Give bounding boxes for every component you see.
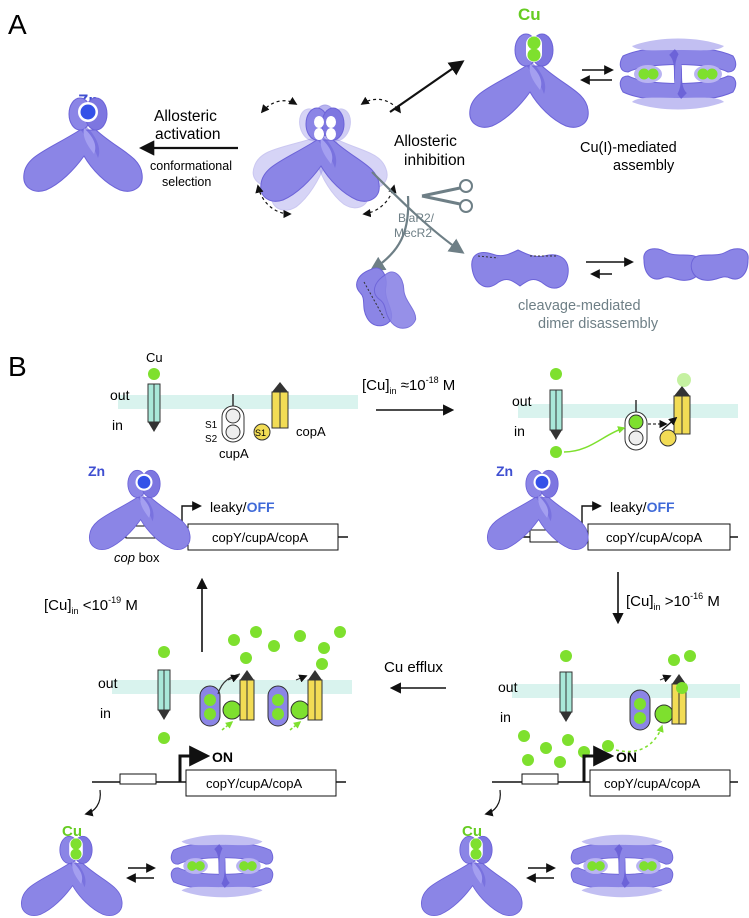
on-label-left: ON	[212, 749, 233, 765]
dna-top-left	[92, 501, 348, 551]
s1-copa-label: S1	[255, 428, 266, 438]
conformational-line1: conformational	[150, 159, 232, 173]
cu-label-bl: Cu	[62, 823, 82, 840]
out-label-tr: out	[512, 393, 532, 409]
cu-efflux-label: Cu efflux	[384, 659, 443, 676]
cleaved-monomers	[351, 264, 426, 335]
equilibrium-arrows-a	[580, 65, 614, 85]
operon-label-tl: copY/cupA/copA	[212, 530, 308, 545]
protease-branch-arrow	[369, 195, 410, 272]
scissors-icon	[421, 179, 473, 213]
equilibrium-arrows-cleavage	[586, 257, 634, 279]
disassembled-monomers	[643, 248, 749, 281]
dna-bottom-left	[84, 745, 346, 817]
leaky-label-right: leaky/OFF	[610, 499, 675, 515]
in-label-br: in	[500, 709, 511, 725]
cop-box-label: cop box	[114, 550, 160, 565]
conformational-line2: selection	[162, 175, 211, 189]
cleavage-line1: cleavage-mediated	[518, 298, 641, 314]
cleavage-line2: dimer disassembly	[538, 316, 659, 332]
zn-label-b-left: Zn	[88, 463, 105, 479]
cu-threshold-left: [Cu]in <10-19 M	[44, 595, 138, 616]
equilibrium-arrows-br	[526, 863, 556, 883]
cu-assembly-bl	[171, 835, 273, 897]
in-label-tl: in	[112, 417, 123, 433]
out-label-br: out	[498, 679, 518, 695]
allosteric-activation-line2: activation	[155, 126, 220, 143]
operon-label-tr: copY/cupA/copA	[606, 530, 702, 545]
cu-label-b: Cu	[146, 350, 163, 365]
panel-a-label: A	[8, 9, 27, 40]
cu-assembly-line1: Cu(I)-mediated	[580, 140, 677, 156]
cu-repressor-bl	[21, 836, 122, 915]
cu-assembly-line2: assembly	[613, 158, 675, 174]
allosteric-inhibition-line2: inhibition	[404, 152, 465, 169]
protease-line2: MecR2	[394, 226, 432, 240]
out-label-bl: out	[98, 675, 118, 691]
membrane-top-right: out in	[512, 368, 738, 458]
zn-repressor-a	[24, 98, 142, 191]
apo-repressor-ensemble	[249, 91, 401, 219]
cu-label-a: Cu	[518, 5, 541, 24]
cleavage-arrow	[371, 171, 465, 254]
dna-top-right	[492, 501, 738, 551]
in-label-bl: in	[100, 705, 111, 721]
protease-line1: BlaR2/	[398, 211, 435, 225]
panel-b-label: B	[8, 351, 27, 382]
out-label-tl: out	[110, 387, 130, 403]
operon-label-br: copY/cupA/copA	[604, 776, 700, 791]
copa-label: copA	[296, 424, 326, 439]
zn-label-b-right: Zn	[496, 463, 513, 479]
cu-binding-arrow	[389, 60, 465, 113]
on-label-right: ON	[616, 749, 637, 765]
membrane-bottom-left: out in	[98, 626, 352, 744]
cu-repressor-br	[421, 836, 522, 915]
cupa-label: cupA	[219, 446, 249, 461]
allosteric-activation-line1: Allosteric	[154, 108, 217, 125]
equilibrium-arrows-bl	[126, 863, 156, 883]
operon-label-bl: copY/cupA/copA	[206, 776, 302, 791]
cleaved-dimer	[471, 249, 569, 289]
dna-bottom-right	[484, 745, 738, 817]
membrane-top-left: Cu out in S1 S2 cupA S1 copA	[110, 350, 358, 461]
cu-assembly-a	[620, 39, 735, 110]
cu-threshold-top: [Cu]in ≈10-18 M	[362, 375, 455, 396]
cu-repressor-a	[470, 34, 588, 127]
cu-label-br: Cu	[462, 823, 482, 840]
allosteric-inhibition-line1: Allosteric	[394, 133, 457, 150]
cu-assembly-br	[571, 835, 673, 897]
leaky-label-left: leaky/OFF	[210, 499, 275, 515]
s2-label: S2	[205, 434, 218, 445]
s1-label: S1	[205, 420, 218, 431]
cu-threshold-right: [Cu]in >10-16 M	[626, 591, 720, 612]
in-label-tr: in	[514, 423, 525, 439]
